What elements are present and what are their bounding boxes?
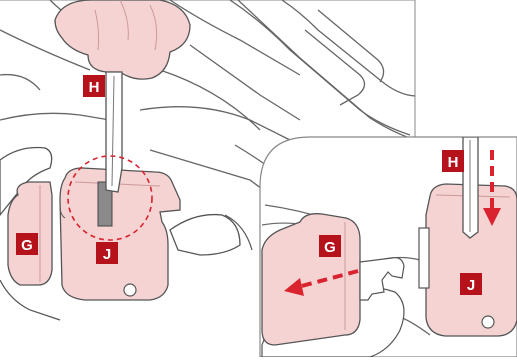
label-g-main-text: G — [21, 237, 33, 254]
buckle-j — [60, 168, 180, 300]
label-h-inset: H — [442, 150, 464, 172]
label-j-main-text: J — [103, 246, 111, 263]
seat-cushion-right — [170, 215, 240, 255]
hand — [55, 0, 190, 79]
label-g-main: G — [16, 233, 38, 255]
label-h-inset-text: H — [448, 154, 459, 171]
label-h-main: H — [83, 75, 105, 97]
label-j-inset: J — [460, 273, 482, 295]
label-h-main-text: H — [89, 79, 100, 96]
label-g-inset-text: G — [324, 239, 336, 256]
label-g-inset: G — [319, 235, 341, 257]
label-j-main: J — [96, 242, 118, 264]
inset-scene: H G J — [260, 137, 517, 357]
label-j-inset-text: J — [467, 277, 475, 294]
